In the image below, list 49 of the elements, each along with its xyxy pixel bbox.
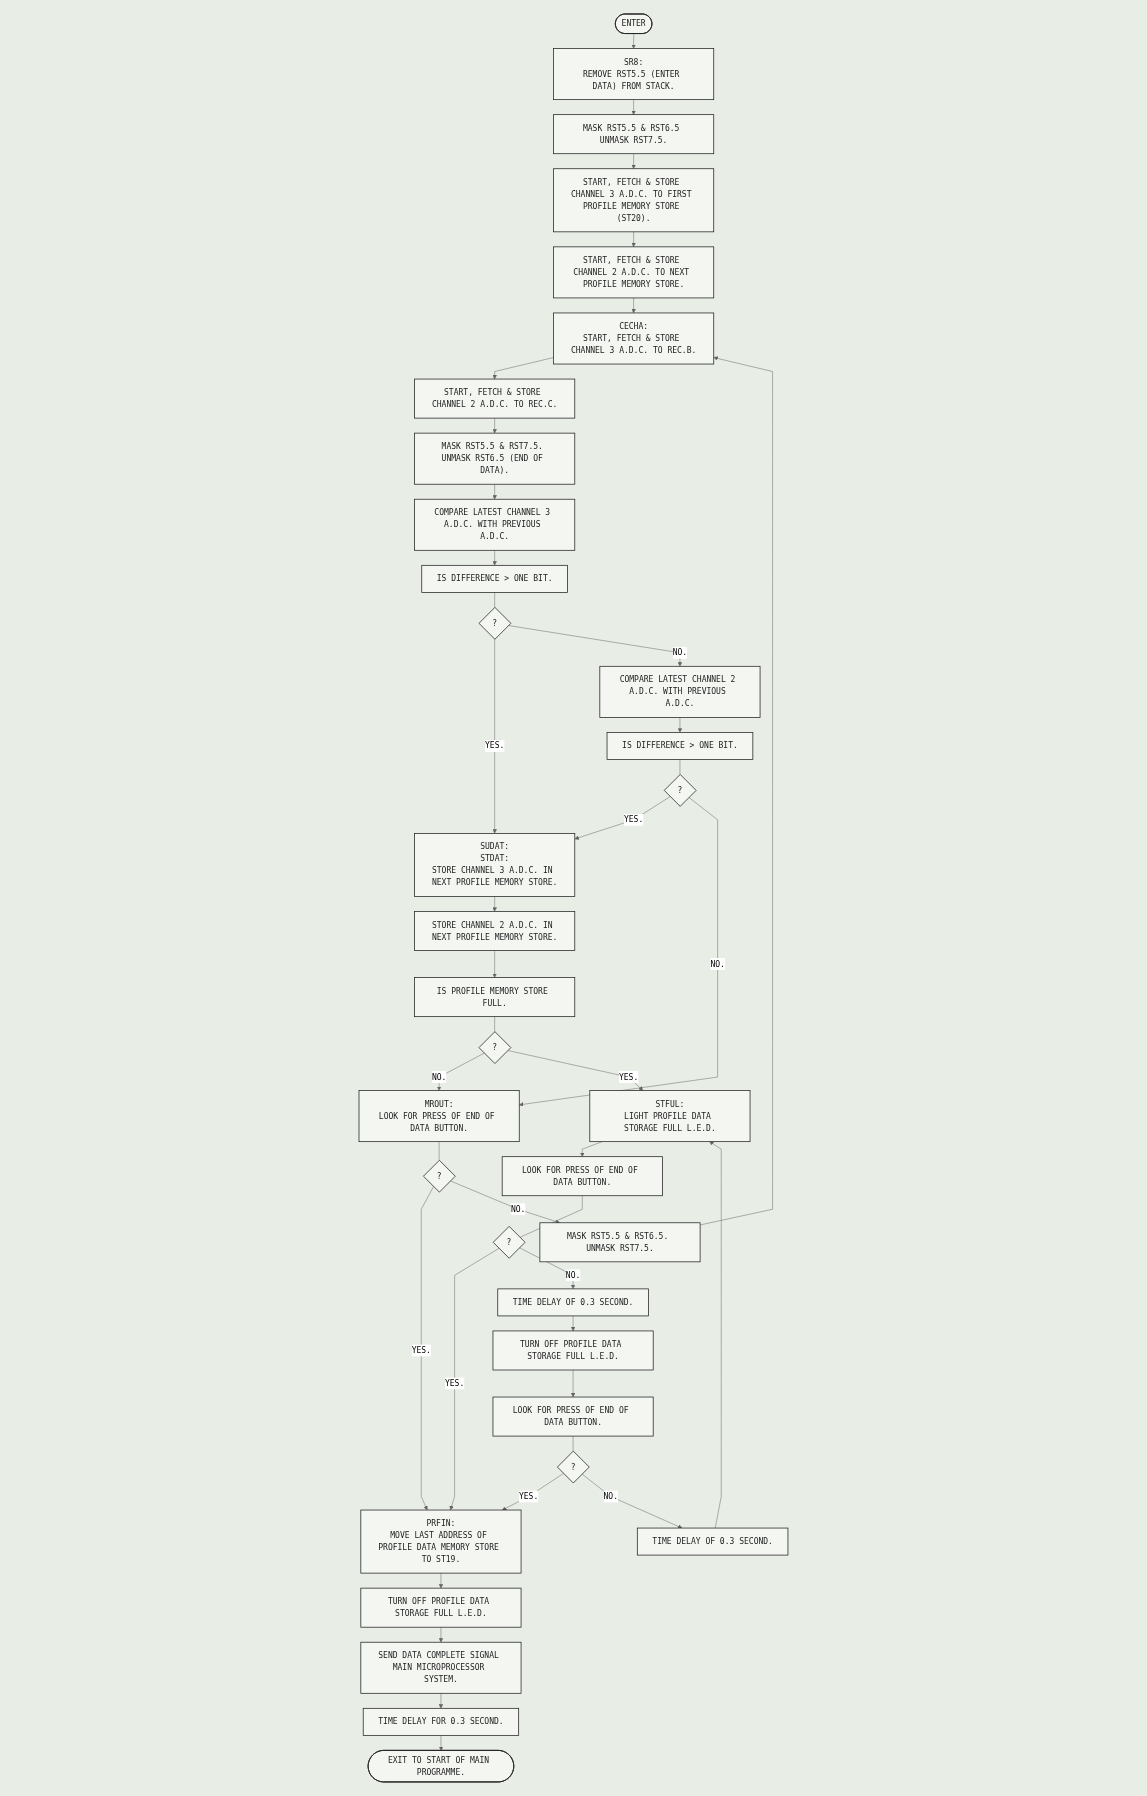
- edge-label: NO.: [431, 1072, 447, 1082]
- node-diamond: ?: [557, 1450, 590, 1484]
- connector: [572, 1435, 574, 1452]
- node-box: IS DIFFERENCE > ONE BIT.: [606, 732, 754, 760]
- edge-label: NO.: [510, 1204, 526, 1214]
- node-box: IS PROFILE MEMORY STORE FULL.: [414, 977, 576, 1018]
- node-diamond: ?: [423, 1159, 456, 1193]
- edge-label: YES.: [411, 1345, 431, 1355]
- node-box: LOOK FOR PRESS OF END OF DATA BUTTON.: [501, 1156, 663, 1197]
- node-diamond: ?: [663, 774, 697, 807]
- connector: [494, 1016, 495, 1032]
- edge-label: YES.: [485, 740, 505, 751]
- node-box: IS DIFFERENCE > ONE BIT.: [421, 564, 568, 593]
- node-box: MASK RST5.5 & RST7.5. UNMASK RST6.5 (END OF DATA).: [414, 432, 576, 485]
- node-box: CECHA: START, FETCH & STORE CHANNEL 3 A.D.C. TO REC.B.: [553, 312, 715, 365]
- edge-label: YES.: [518, 1491, 539, 1502]
- node-box: COMPARE LATEST CHANNEL 2 A.D.C. WITH PREVIOUS A.D.C.: [599, 665, 761, 718]
- connector: [494, 592, 495, 608]
- edge-label: YES.: [623, 814, 644, 825]
- node-diamond: ?: [492, 1226, 526, 1259]
- node-box: START, FETCH & STORE CHANNEL 2 A.D.C. TO REC.C.: [414, 378, 576, 419]
- edge-label: NO.: [565, 1270, 581, 1280]
- node-box: START, FETCH & STORE CHANNEL 3 A.D.C. TO FIRST PROFILE MEMORY STORE (ST20).: [553, 168, 715, 233]
- node-box: TURN OFF PROFILE DATA STORAGE FULL L.E.D.: [492, 1330, 654, 1371]
- node-box: SEND DATA COMPLETE SIGNAL MAIN MICROPROCESSOR SYSTEM.: [360, 1641, 522, 1694]
- node-box: SR8: REMOVE RST5.5 (ENTER DATA) FROM STACK.: [553, 48, 715, 100]
- node-box: MASK RST5.5 & RST6.5. UNMASK RST7.5.: [539, 1222, 701, 1263]
- node-diamond: ?: [478, 607, 512, 640]
- node-box: LOOK FOR PRESS OF END OF DATA BUTTON.: [492, 1396, 654, 1437]
- node-box: MASK RST5.5 & RST6.5 UNMASK RST7.5.: [553, 114, 715, 155]
- node-box: STORE CHANNEL 2 A.D.C. IN NEXT PROFILE MEMORY STORE.: [414, 911, 576, 951]
- node-box: START, FETCH & STORE CHANNEL 2 A.D.C. TO NEXT PROFILE MEMORY STORE.: [553, 246, 715, 299]
- edge-label: YES.: [444, 1378, 465, 1389]
- edge-label: YES.: [618, 1072, 639, 1082]
- node-box: STFUL: LIGHT PROFILE DATA STORAGE FULL L.E.D.: [589, 1090, 751, 1143]
- connector: [679, 759, 681, 775]
- node-diamond: ?: [478, 1031, 512, 1064]
- node-box: TIME DELAY OF 0.3 SECOND.: [636, 1527, 789, 1556]
- connector: [438, 1141, 440, 1161]
- node-box: TURN OFF PROFILE DATA STORAGE FULL L.E.D.: [360, 1587, 522, 1628]
- node-box: TIME DELAY FOR 0.3 SECOND.: [362, 1707, 520, 1736]
- node-box: PRFIN: MOVE LAST ADDRESS OF PROFILE DATA MEMORY STORE TO ST19.: [360, 1509, 522, 1574]
- node-box: COMPARE LATEST CHANNEL 3 A.D.C. WITH PREVIOUS A.D.C.: [414, 498, 576, 551]
- edge-label: NO.: [672, 647, 688, 658]
- node-box: SUDAT: STDAT: STORE CHANNEL 3 A.D.C. IN NEXT PROFILE MEMORY STORE.: [414, 833, 576, 897]
- edge-label: NO.: [710, 959, 725, 969]
- node-box: TIME DELAY OF 0.3 SECOND.: [497, 1288, 649, 1317]
- edge-label: NO.: [603, 1491, 619, 1502]
- node-box: MROUT: LOOK FOR PRESS OF END OF DATA BUTTON.: [358, 1090, 520, 1143]
